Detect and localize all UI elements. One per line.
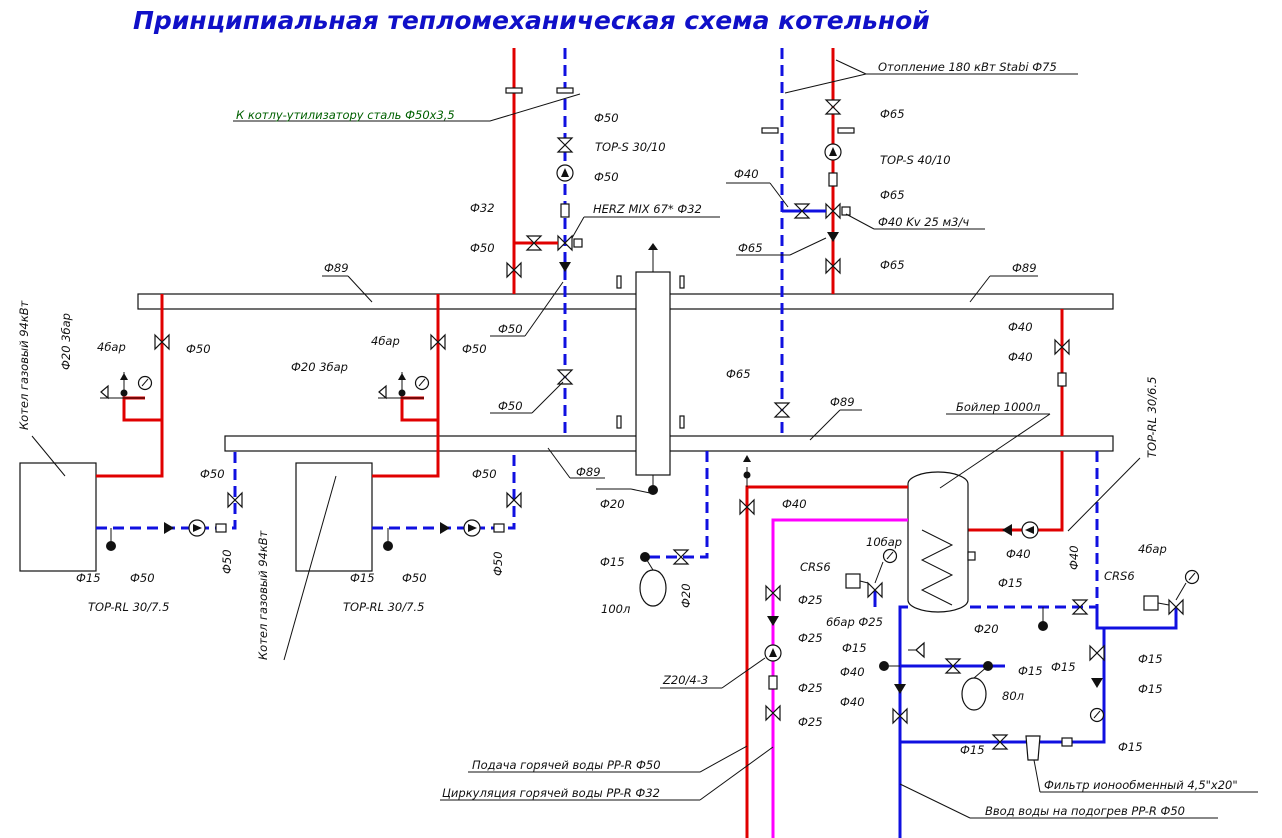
dn-label: Ф50 (470, 241, 495, 255)
dn-label: Ф50 (498, 399, 523, 413)
dn-label: Ф40 (1008, 350, 1033, 364)
pump-top-rl-2: TOP-RL 30/7.5 (343, 600, 424, 614)
dn-label: Ф25 (798, 715, 823, 729)
label-hot-circulation: Циркуляция горячей воды PP-R Ф32 (442, 786, 660, 800)
dn-label: Ф65 (880, 188, 905, 202)
label-4bar-c: 4бар (1138, 542, 1167, 556)
dn-label: Ф40 (1008, 320, 1033, 334)
expansion-tank-100l (639, 569, 667, 607)
dn-label: Ф65 (880, 258, 905, 272)
dn-label: Ф20 (679, 583, 693, 608)
dn-label: Ф50 (594, 111, 619, 125)
dn-label: Ф20 (974, 622, 999, 636)
dn-label: Ф50 (130, 571, 155, 585)
label-hot-supply: Подача горячей воды PP-R Ф50 (472, 758, 661, 772)
label-ion-filter: Фильтр ионообменный 4,5"х20" (1044, 778, 1238, 792)
dn-label: Ф15 (1018, 664, 1043, 678)
dn-label: Ф65 (726, 367, 751, 381)
dn-label: Ф50 (186, 342, 211, 356)
valve-kv40: Ф40 Kv 25 м3/ч (878, 215, 969, 229)
label-boiler-1: Котел газовый 94кВт (17, 300, 31, 430)
hydraulic-separator (635, 271, 671, 476)
ion-exchange-filter (1025, 735, 1041, 761)
pump-top-rl-1: TOP-RL 30/7.5 (88, 600, 169, 614)
label-sv2: Ф20 3бар (291, 360, 348, 374)
pump-z20: Z20/4-3 (662, 673, 708, 687)
label-heating-line: Отопление 180 кВт Stabi Ф75 (878, 60, 1057, 74)
dn-label: Ф89 (324, 261, 349, 275)
pump-top-s-30: TOP-S 30/10 (595, 140, 666, 154)
pump-top-rl-boiler: TOP-RL 30/6.5 (1145, 377, 1159, 458)
dn-label: Ф50 (402, 571, 427, 585)
label-10bar: 10бар (866, 535, 902, 549)
dn-label: Ф25 (798, 681, 823, 695)
dn-label: Ф50 (472, 467, 497, 481)
dn-label: Ф40 (840, 665, 865, 679)
page-title: Принципиальная тепломеханическая схема к… (133, 6, 930, 35)
dn-label: Ф50 (200, 467, 225, 481)
label-cold-inlet: Ввод воды на подогрев PP-R Ф50 (985, 804, 1185, 818)
mixer-herz: HERZ MIX 67* Ф32 (593, 202, 702, 216)
dn-label: Ф40 (840, 695, 865, 709)
dn-label: Ф50 (491, 551, 505, 576)
label-tank-100: 100л (601, 602, 631, 616)
label-tank-80: 80л (1002, 689, 1025, 703)
label-6bar: 6бар Ф25 (826, 615, 883, 629)
dn-label: Ф40 (782, 497, 807, 511)
gas-boiler-1 (19, 462, 97, 572)
dn-label: Ф65 (738, 241, 763, 255)
dn-label: Ф15 (1138, 682, 1163, 696)
dn-label: Ф50 (498, 322, 523, 336)
dn-label: Ф40 (734, 167, 759, 181)
dn-label: Ф89 (830, 395, 855, 409)
dn-label: Ф50 (462, 342, 487, 356)
dn-label: Ф15 (76, 571, 101, 585)
dn-label: Ф20 (600, 497, 625, 511)
dn-label: Ф40 (1067, 545, 1081, 570)
label-sv1: Ф20 3бар (59, 313, 73, 370)
dn-label: Ф89 (576, 465, 601, 479)
dn-label: Ф50 (594, 170, 619, 184)
pump-top-s-40: TOP-S 40/10 (880, 153, 951, 167)
dn-label: Ф15 (1118, 740, 1143, 754)
label-crs6-b: CRS6 (1104, 569, 1135, 583)
dn-label: Ф15 (1138, 652, 1163, 666)
dn-label: Ф50 (220, 549, 234, 574)
label-dhw-tank: Бойлер 1000л (956, 400, 1041, 414)
dn-label: Ф40 (1006, 547, 1031, 561)
dn-label: Ф15 (960, 743, 985, 757)
label-crs6-a: CRS6 (800, 560, 831, 574)
dhw-tank-1000l (907, 471, 969, 613)
dn-label: Ф25 (798, 593, 823, 607)
dn-label: Ф15 (998, 576, 1023, 590)
gas-boiler-2 (295, 462, 373, 572)
dn-label: Ф25 (798, 631, 823, 645)
supply-header (137, 293, 1114, 310)
label-4bar-b: 4бар (371, 334, 400, 348)
dn-label: Ф15 (350, 571, 375, 585)
label-boiler-2: Котел газовый 94кВт (256, 530, 270, 660)
expansion-tank-80l (961, 677, 987, 711)
dn-label: Ф89 (1012, 261, 1037, 275)
dn-label: Ф15 (842, 641, 867, 655)
label-4bar-a: 4бар (97, 340, 126, 354)
label-to-recovery-boiler: К котлу-утилизатору сталь Ф50х3,5 (236, 108, 455, 122)
dn-label: Ф15 (600, 555, 625, 569)
dn-label: Ф32 (470, 201, 495, 215)
dn-label: Ф15 (1051, 660, 1076, 674)
dn-label: Ф65 (880, 107, 905, 121)
